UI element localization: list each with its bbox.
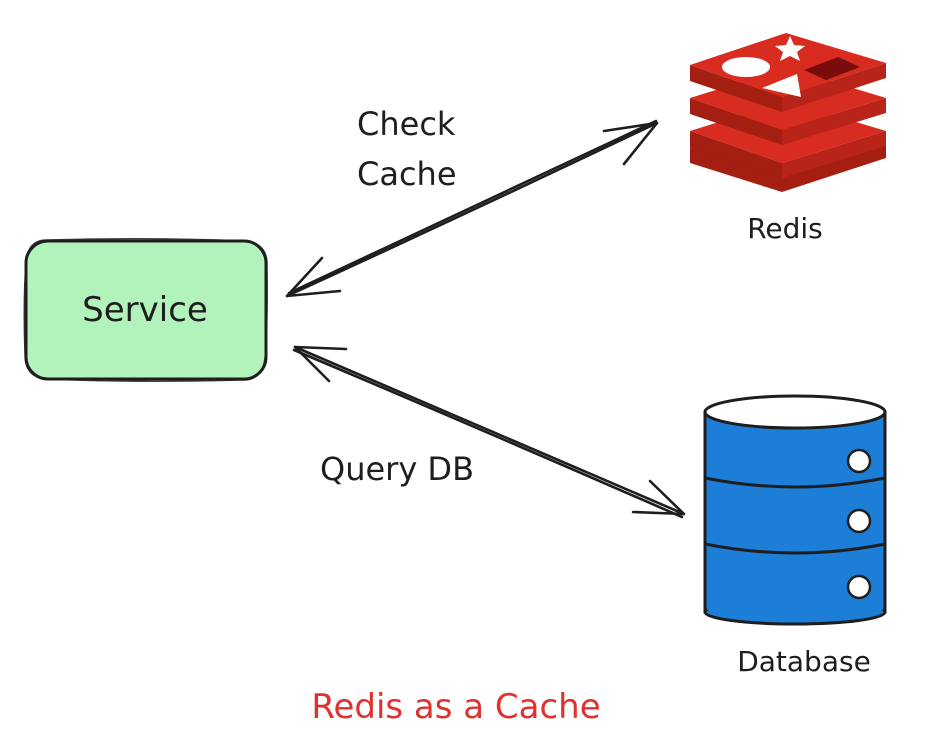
service-arrowhead-icon-bottom bbox=[293, 345, 348, 383]
service-label: Service bbox=[82, 290, 208, 330]
service-box-sketch-stroke bbox=[23, 238, 268, 382]
service-box bbox=[24, 239, 268, 381]
edge-check-cache: Check Cache bbox=[285, 105, 659, 298]
query-db-arrow-line bbox=[293, 345, 686, 516]
diagram-title: Redis as a Cache bbox=[311, 687, 600, 727]
database-cylinder-icon bbox=[703, 394, 887, 626]
edge-query-db: Query DB bbox=[292, 345, 686, 519]
query-db-arrow-line-sketch bbox=[292, 348, 684, 519]
check-cache-label-line1: Check bbox=[357, 105, 456, 143]
database-label: Database bbox=[737, 645, 871, 678]
service-arrowhead-icon-top bbox=[285, 256, 342, 298]
redis-arrowhead-icon bbox=[602, 121, 659, 166]
redis-logo-icon bbox=[690, 33, 886, 192]
database-arrowhead-icon bbox=[631, 479, 686, 516]
check-cache-label-line2: Cache bbox=[357, 155, 457, 193]
query-db-label: Query DB bbox=[320, 450, 474, 488]
service-node: Service bbox=[23, 238, 268, 382]
check-cache-arrow-line-sketch bbox=[287, 119, 658, 295]
check-cache-arrow-line bbox=[285, 121, 659, 298]
redis-label: Redis bbox=[747, 212, 823, 245]
database-node: Database bbox=[703, 394, 887, 678]
redis-node: Redis bbox=[690, 33, 886, 245]
